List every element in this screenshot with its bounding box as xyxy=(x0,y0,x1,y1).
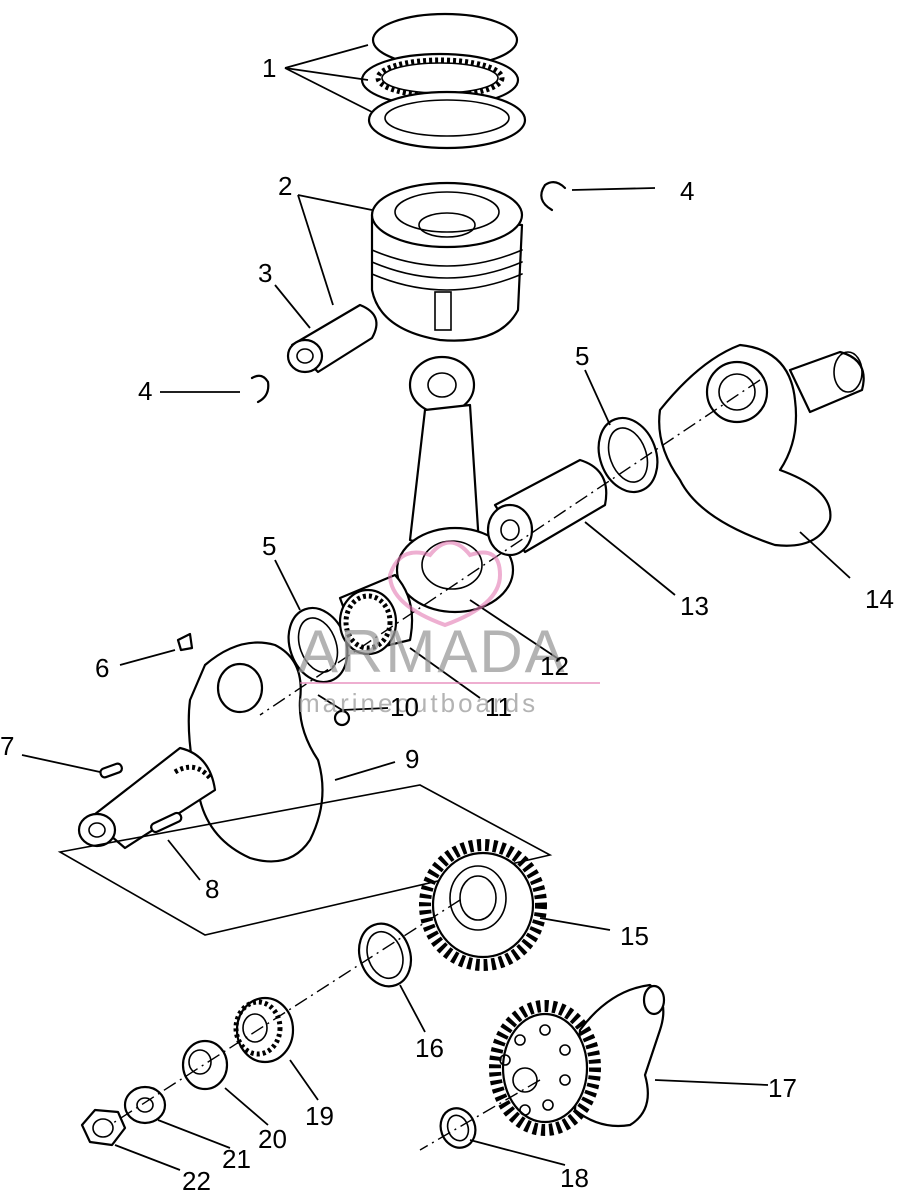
callout-17: 17 xyxy=(768,1073,797,1103)
balancer-shaft xyxy=(489,983,666,1136)
woodruff-key xyxy=(176,632,194,652)
watermark-brand: ARMADA xyxy=(298,618,567,685)
balancer-washer xyxy=(439,1107,477,1149)
crankshaft-gear xyxy=(419,839,547,971)
piston-rings xyxy=(360,12,527,150)
thrust-washer-upper xyxy=(597,416,659,494)
callout-5-lower: 5 xyxy=(262,531,276,561)
callout-12: 12 xyxy=(540,651,569,681)
o-ring xyxy=(333,709,351,727)
callout-21: 21 xyxy=(222,1144,251,1174)
circlip-upper xyxy=(540,181,567,212)
callout-7: 7 xyxy=(0,731,14,761)
watermark: ARMADA marineoutboards xyxy=(298,540,600,718)
crankshaft-left-half xyxy=(57,641,553,936)
assembly-axes xyxy=(109,379,761,1151)
callout-9: 9 xyxy=(405,744,419,774)
circlip-lower xyxy=(250,374,270,404)
callout-4-upper: 4 xyxy=(680,176,694,206)
callout-20: 20 xyxy=(258,1124,287,1154)
callout-13: 13 xyxy=(680,591,709,621)
spacer-collar xyxy=(181,1039,229,1091)
piston-pin xyxy=(286,303,378,374)
callout-10: 10 xyxy=(390,692,419,722)
crank-pin xyxy=(486,458,608,557)
callout-4-lower: 4 xyxy=(138,376,152,406)
timing-gear xyxy=(233,996,295,1064)
callout-18: 18 xyxy=(560,1163,589,1193)
piston xyxy=(370,181,524,342)
callout-8: 8 xyxy=(205,874,219,904)
callout-5-upper: 5 xyxy=(575,341,589,371)
callout-22: 22 xyxy=(182,1166,211,1193)
leader-lines xyxy=(21,44,851,1171)
callouts: 1 2 3 4 4 5 5 6 7 8 9 10 11 12 13 14 15 … xyxy=(0,53,894,1193)
crankshaft-right-half xyxy=(658,343,865,547)
callout-11: 11 xyxy=(485,692,512,722)
watermark-tagline: marineoutboards xyxy=(298,688,538,718)
callout-15: 15 xyxy=(620,921,649,951)
callout-3: 3 xyxy=(258,258,272,288)
thrust-washer-lower xyxy=(287,606,349,684)
flat-washer xyxy=(123,1085,167,1125)
drive-pin-8 xyxy=(150,811,183,834)
callout-16: 16 xyxy=(415,1033,444,1063)
callout-2: 2 xyxy=(278,171,292,201)
gear-washer xyxy=(357,922,413,988)
connecting-rod xyxy=(395,355,515,614)
callout-14: 14 xyxy=(865,584,894,614)
callout-19: 19 xyxy=(305,1101,334,1131)
callout-1: 1 xyxy=(262,53,276,83)
callout-6: 6 xyxy=(95,653,109,683)
hex-nut xyxy=(80,1108,127,1147)
drive-pin-7 xyxy=(99,762,124,779)
